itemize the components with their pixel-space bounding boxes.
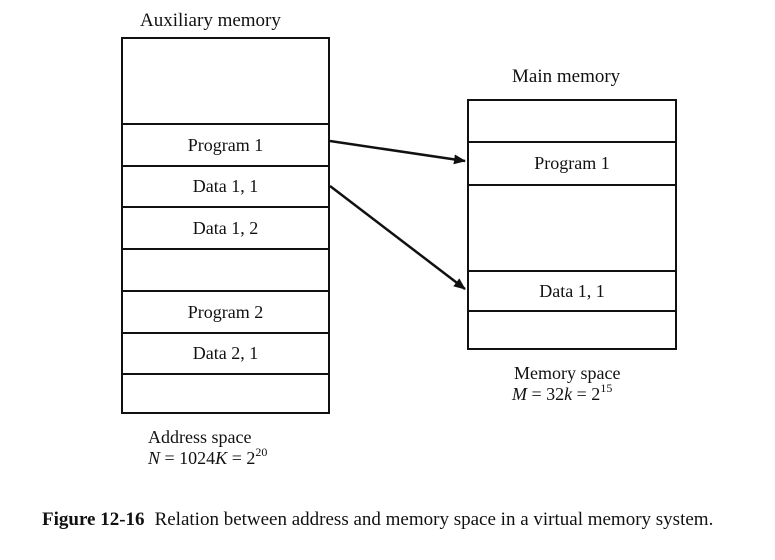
formula-variable: M xyxy=(512,384,527,404)
figure-caption-text: Relation between address and memory spac… xyxy=(154,509,714,530)
aux-cell-program-1: Program 1 xyxy=(123,123,328,165)
main-cell-program-1: Program 1 xyxy=(469,141,675,184)
memory-space-label: Memory space xyxy=(514,363,621,383)
main-cell-label: Program 1 xyxy=(534,153,610,173)
figure-number: Figure 12-16 xyxy=(42,509,145,530)
aux-cell-data-1-2: Data 1, 2 xyxy=(123,206,328,248)
formula-part: = 2 xyxy=(227,448,256,468)
formula-exponent: 15 xyxy=(600,381,613,395)
address-space-label: Address space xyxy=(148,427,252,447)
aux-cell-label: Data 1, 2 xyxy=(192,217,259,238)
main-cell-label: Data 1, 1 xyxy=(539,280,605,301)
main-cell-bottom xyxy=(469,310,675,350)
formula-unit: K xyxy=(215,448,228,468)
aux-cell-data-1-1: Data 1, 1 xyxy=(123,165,328,206)
main-cell-empty xyxy=(469,184,675,270)
formula-part: = 32 xyxy=(527,384,565,404)
aux-cell-label: Program 1 xyxy=(187,134,264,155)
arrow-data-1-1 xyxy=(329,185,466,290)
aux-cell-label: Program 2 xyxy=(187,301,264,322)
formula-part: = 2 xyxy=(572,384,601,404)
main-memory-title: Main memory xyxy=(512,66,621,87)
arrow-program-1 xyxy=(329,139,466,165)
main-cell-data-1-1: Data 1, 1 xyxy=(469,270,675,310)
figure-caption: Figure 12-16 Relation between address and… xyxy=(42,508,742,531)
aux-cell-data-2-1: Data 2, 1 xyxy=(123,332,328,373)
formula-exponent: 20 xyxy=(255,445,268,459)
aux-cell-label: Data 1, 1 xyxy=(192,176,259,196)
memory-space-formula: M = 32k = 215 xyxy=(512,381,613,405)
aux-cell-program-2: Program 2 xyxy=(123,290,328,332)
address-space-formula: N = 1024K = 220 xyxy=(148,445,268,469)
formula-part: = 1024 xyxy=(160,448,216,468)
formula-unit: k xyxy=(564,384,573,404)
auxiliary-memory-box: Program 1 Data 1, 1 Data 1, 2 Program 2 … xyxy=(121,37,330,414)
aux-cell-empty xyxy=(123,248,328,290)
aux-cell-label: Data 2, 1 xyxy=(192,343,259,363)
aux-cell-bottom xyxy=(123,373,328,414)
formula-variable: N xyxy=(148,448,161,468)
main-memory-box: Program 1 Data 1, 1 xyxy=(467,99,677,350)
auxiliary-memory-title: Auxiliary memory xyxy=(140,10,281,31)
